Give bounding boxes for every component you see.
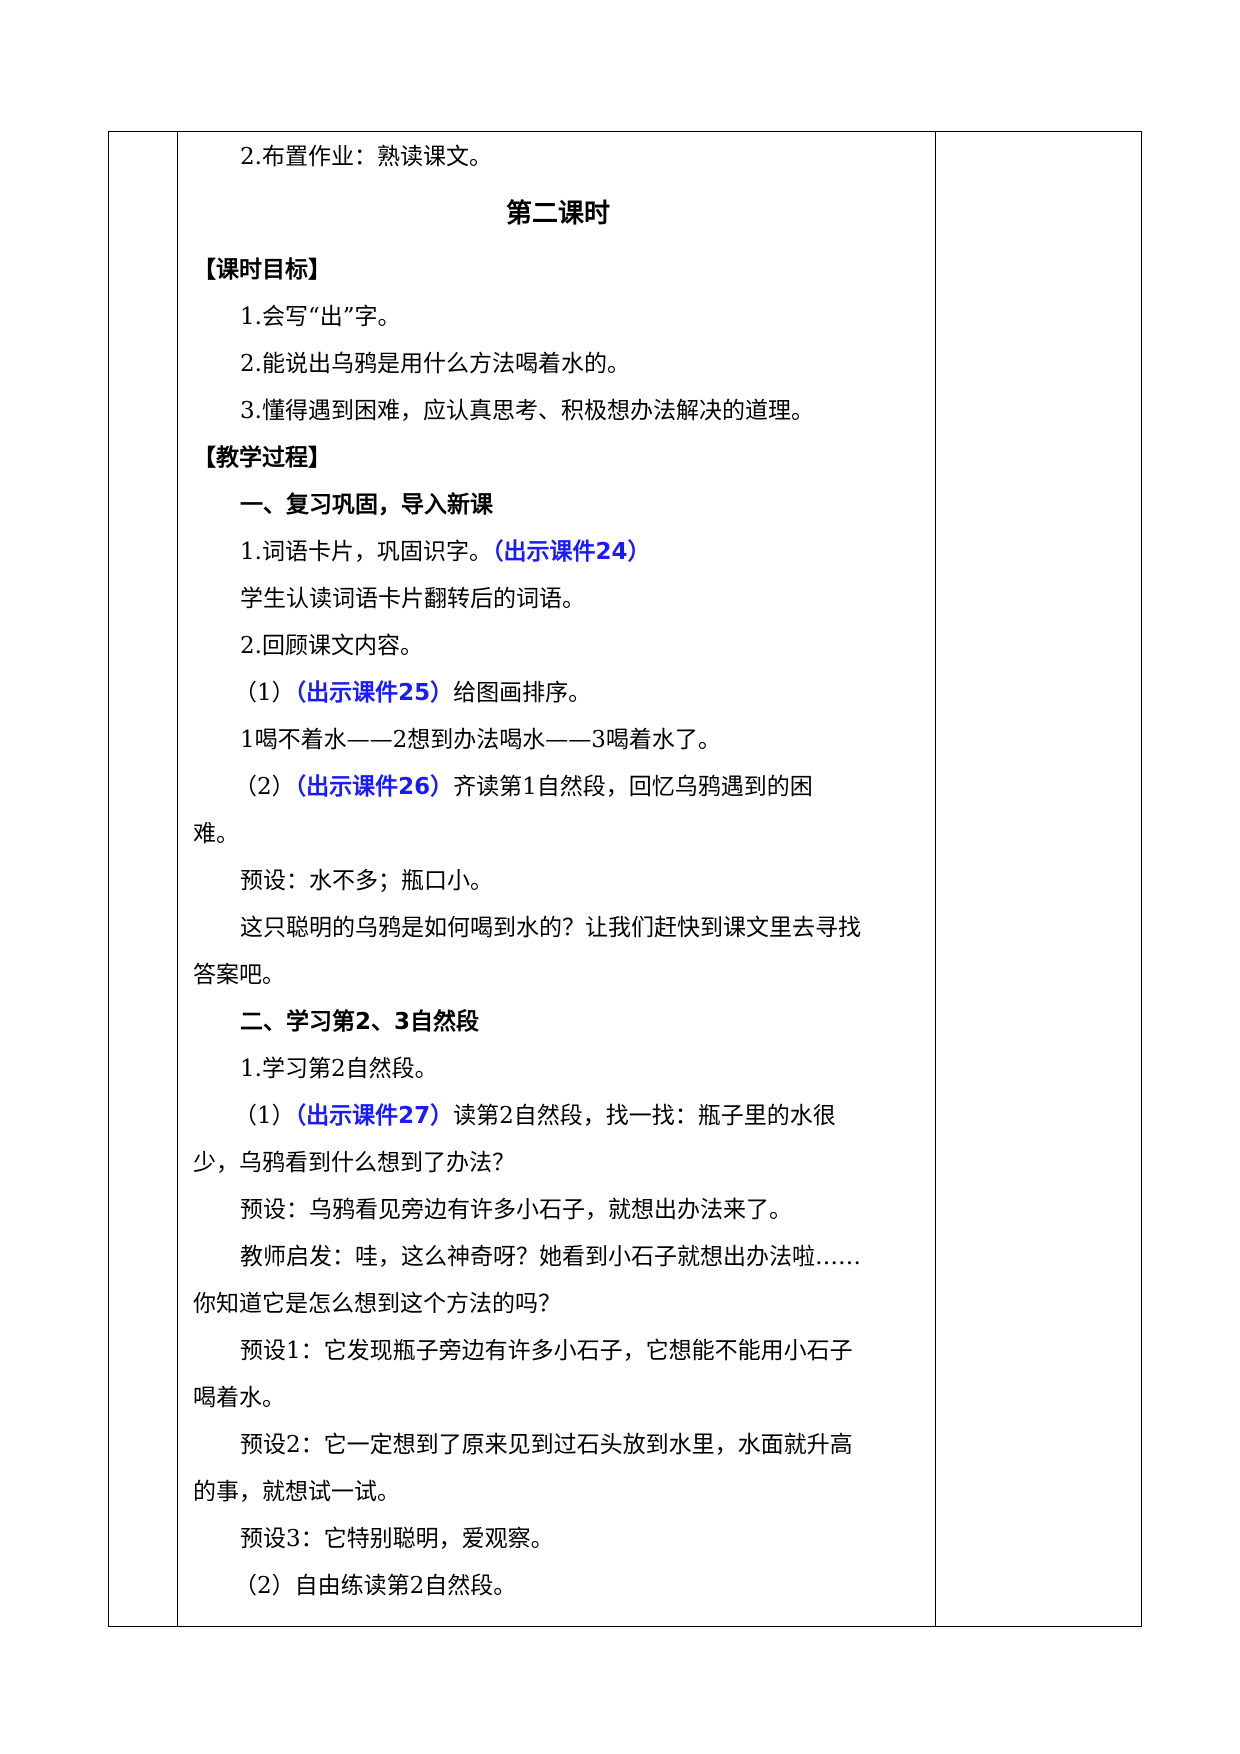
goal-item: 1.会写“出”字。 <box>240 304 401 330</box>
paragraph: 预设：乌鸦看见旁边有许多小石子，就想出办法来了。 <box>240 1197 792 1223</box>
lesson-table: 2.布置作业：熟读课文。 第二课时 【课时目标】 1.会写“出”字。 2.能说出… <box>108 131 1142 1627</box>
item-text: 读第2自然段，找一找：瓶子里的水很 <box>453 1103 836 1129</box>
paragraph-continuation: 难。 <box>193 821 239 847</box>
paragraph: 这只聪明的乌鸦是如何喝到水的？让我们赶快到课文里去寻找 <box>240 915 861 941</box>
courseware-ref: （出示课件27） <box>294 1103 454 1129</box>
lesson-content-cell: 2.布置作业：熟读课文。 第二课时 【课时目标】 1.会写“出”字。 2.能说出… <box>179 132 935 1610</box>
section-one-title: 一、复习巩固，导入新课 <box>240 492 493 518</box>
paragraph: （1）（出示课件25）给图画排序。 <box>193 670 923 717</box>
section-heading: 第二课时 <box>505 199 610 229</box>
goal-item: 3.懂得遇到困难，应认真思考、积极想办法解决的道理。 <box>240 398 814 424</box>
paragraph: 学生认读词语卡片翻转后的词语。 <box>240 586 585 612</box>
paragraph: 预设：水不多；瓶口小。 <box>240 868 493 894</box>
paragraph: （2）（出示课件26）齐读第1自然段，回忆乌鸦遇到的困 <box>193 764 923 811</box>
paragraph-continuation: 的事，就想试一试。 <box>193 1479 400 1505</box>
paragraph-continuation: 答案吧。 <box>193 962 285 988</box>
courseware-ref: （出示课件25） <box>294 680 454 706</box>
homework-line: 2.布置作业：熟读课文。 <box>240 144 492 170</box>
courseware-ref: （出示课件24） <box>491 539 651 565</box>
sub-number: （2） <box>234 774 295 800</box>
paragraph: 预设3：它特别聪明，爱观察。 <box>240 1526 554 1552</box>
paragraph: 2.回顾课文内容。 <box>240 633 423 659</box>
paragraph: 预设2：它一定想到了原来见到过石头放到水里，水面就升高 <box>240 1432 853 1458</box>
paragraph-continuation: 喝着水。 <box>193 1385 285 1411</box>
process-title: 【教学过程】 <box>193 445 331 471</box>
item-text: 给图画排序。 <box>453 680 592 706</box>
paragraph: 1.词语卡片，巩固识字。（出示课件24） <box>193 529 923 576</box>
sub-number: （1） <box>234 1103 295 1129</box>
paragraph: 1喝不着水——2想到办法喝水——3喝着水了。 <box>240 727 721 753</box>
paragraph: 1.学习第2自然段。 <box>240 1056 438 1082</box>
courseware-ref: （出示课件26） <box>294 774 454 800</box>
paragraph: （1）（出示课件27）读第2自然段，找一找：瓶子里的水很 <box>193 1093 923 1140</box>
paragraph-continuation: 少，乌鸦看到什么想到了办法？ <box>193 1150 515 1176</box>
paragraph: 教师启发：哇，这么神奇呀？她看到小石子就想出办法啦…… <box>240 1244 861 1270</box>
paragraph: （2）自由练读第2自然段。 <box>234 1573 517 1599</box>
sub-number: （1） <box>234 680 295 706</box>
goal-item: 2.能说出乌鸦是用什么方法喝着水的。 <box>240 351 630 377</box>
section-two-title: 二、学习第2、3自然段 <box>240 1009 480 1035</box>
goals-title: 【课时目标】 <box>193 257 331 283</box>
column-divider-left <box>177 132 178 1626</box>
item-text: 齐读第1自然段，回忆乌鸦遇到的困 <box>453 774 813 800</box>
paragraph-continuation: 你知道它是怎么想到这个方法的吗？ <box>193 1291 561 1317</box>
item-text: 1.词语卡片，巩固识字。 <box>240 539 492 565</box>
column-divider-right <box>935 132 936 1626</box>
paragraph: 预设1：它发现瓶子旁边有许多小石子，它想能不能用小石子 <box>240 1338 853 1364</box>
